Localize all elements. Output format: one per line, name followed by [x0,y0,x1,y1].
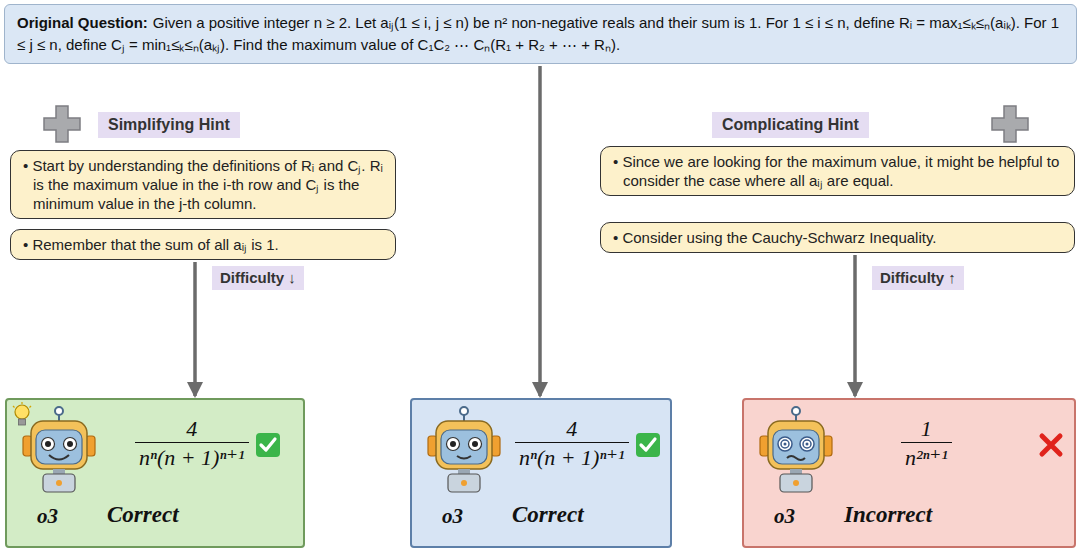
icon-part [792,407,800,415]
result-box: 1n²ⁿ⁺¹ o3 Incorrect [742,398,1076,548]
verdict-label: Correct [107,502,179,528]
model-name: o3 [774,504,795,529]
icon-part [768,421,824,469]
icon-part [56,480,62,486]
fraction: 1n²ⁿ⁺¹ [901,416,952,471]
fraction: 4nⁿ(n + 1)ⁿ⁺¹ [515,416,629,471]
icon-part [67,441,73,447]
icon-part [641,439,655,450]
icon-part [45,441,51,447]
hint-box: • Remember that the sum of all aᵢⱼ is 1. [10,229,396,260]
plus-icon [42,104,82,144]
node-text: Difficulty ↓ [220,268,296,288]
question-text: Original Question:Given a positive integ… [17,12,1064,56]
icon-part [43,474,75,492]
icon-part [472,441,478,447]
node-text: • Since we are looking for the maximum v… [623,152,1064,190]
icon-part [447,438,460,451]
icon-part [261,439,275,450]
icon-part [458,469,470,474]
icon-part [457,456,471,459]
icon-part [780,474,812,492]
icon-part [773,430,819,464]
icon-part [448,474,480,492]
hint-box: • Start by understanding the definitions… [10,150,396,219]
check-icon [255,432,281,458]
icon-part [460,407,468,415]
icon-part [49,455,69,460]
question-heading: Original Question: [17,14,148,31]
check-icon [635,432,661,458]
node-text: Simplifying Hint [108,115,230,135]
model-name: o3 [37,504,58,529]
arrow-connector [193,262,197,396]
icon-part [53,469,65,474]
question-body: Given a positive integer n ≥ 2. Let aᵢⱼ(… [17,14,1059,53]
node-text: • Consider using the Cauchy-Schwarz Ineq… [623,228,1064,247]
verdict-label: Correct [512,502,584,528]
question-box: Original Question:Given a positive integ… [4,4,1077,64]
icon-part [21,402,22,404]
robot-icon [426,406,502,496]
icon-part [803,440,811,448]
plus-shape [44,106,80,142]
verdict-label: Incorrect [844,502,932,528]
icon-part [781,440,789,448]
icon-part [13,406,15,408]
plus-shape [992,106,1028,142]
icon-part [30,406,32,408]
difficulty-tag: Difficulty ↓ [212,266,304,290]
icon-part [636,433,660,457]
arrow-connector [538,66,542,396]
robot-icon [21,406,97,496]
denominator: nⁿ(n + 1)ⁿ⁺¹ [135,442,249,471]
node-text: Complicating Hint [722,115,859,135]
icon-part [787,456,805,460]
icon-part [441,430,487,464]
icon-part [793,480,799,486]
result-box: 4nⁿ(n + 1)ⁿ⁺¹ o3 Correct [5,398,305,548]
model-name: o3 [442,504,463,529]
icon-part [806,443,809,446]
icon-part [784,443,787,446]
cross-icon [1038,432,1064,458]
plus-icon [990,104,1030,144]
icon-part [15,405,29,419]
icon-part [55,407,63,415]
icon-part [436,421,492,469]
icon-part [778,437,792,451]
robot-icon [758,406,834,496]
icon-part [42,438,55,451]
icon-part [469,438,482,451]
lightbulb-icon [11,402,33,430]
icon-part [450,441,456,447]
icon-part [64,438,77,451]
denominator: n²ⁿ⁺¹ [901,442,952,471]
difficulty-tag: Difficulty ↑ [872,266,964,290]
icon-part [256,433,280,457]
hint-box: • Since we are looking for the maximum v… [600,146,1075,196]
numerator: 1 [921,416,932,442]
icon-part [461,480,467,486]
numerator: 4 [186,416,197,442]
fraction: 4nⁿ(n + 1)ⁿ⁺¹ [135,416,249,471]
icon-part [36,430,82,464]
icon-part [800,437,814,451]
node-text: Difficulty ↑ [880,268,956,288]
arrow-connector [853,255,857,396]
icon-part [790,469,802,474]
denominator: nⁿ(n + 1)ⁿ⁺¹ [515,442,629,471]
result-box: 4nⁿ(n + 1)ⁿ⁺¹ o3 Correct [410,398,672,548]
hint-box: • Consider using the Cauchy-Schwarz Ineq… [600,222,1075,253]
node-text: • Remember that the sum of all aᵢⱼ is 1. [33,235,385,254]
hint-tag: Simplifying Hint [98,112,240,138]
numerator: 4 [566,416,577,442]
hint-tag: Complicating Hint [712,112,869,138]
icon-part [19,419,26,425]
icon-part [1042,436,1060,454]
icon-part [31,421,87,469]
node-text: • Start by understanding the definitions… [33,156,385,213]
